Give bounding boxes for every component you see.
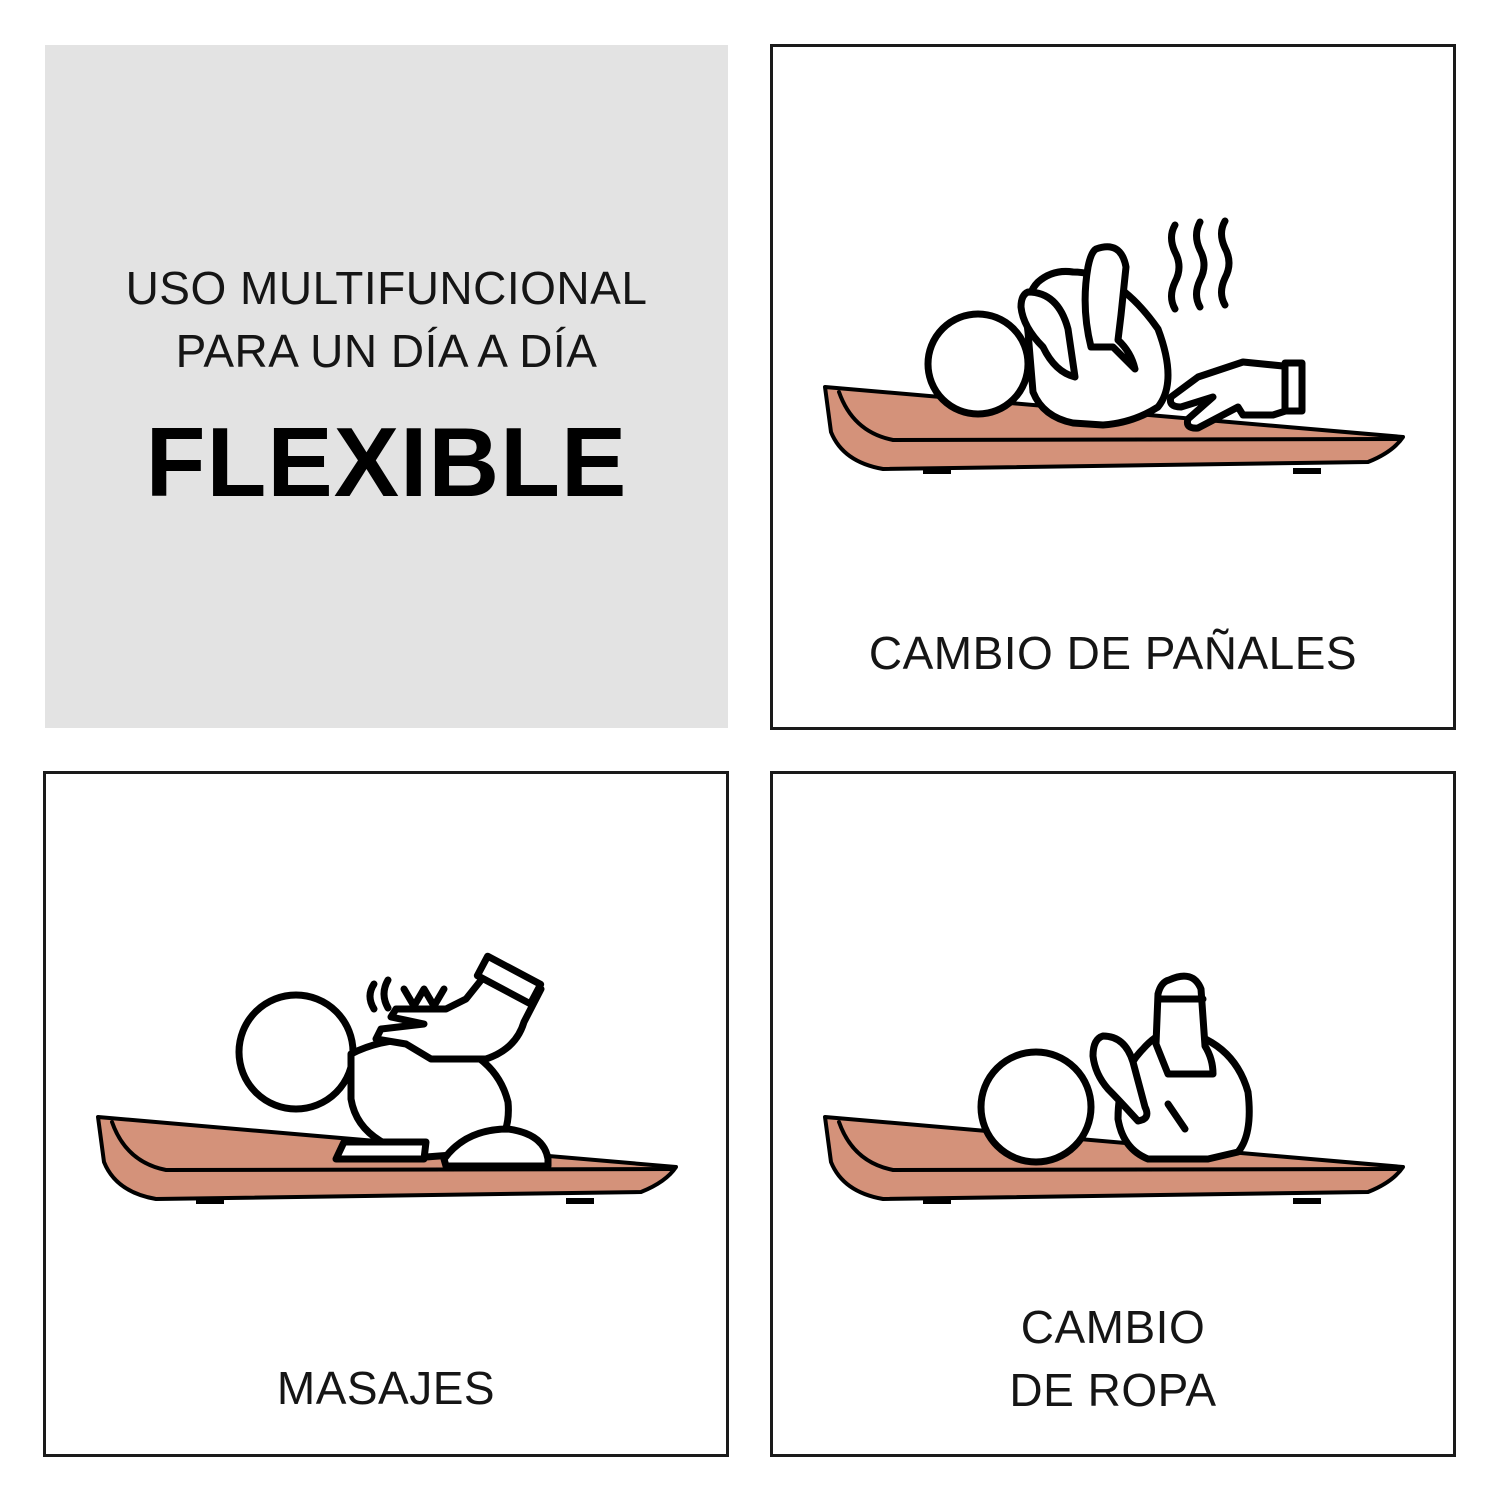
baby-massage-icon	[96, 952, 678, 1204]
card-clothes-label-line-1: CAMBIO	[1020, 1301, 1206, 1353]
intro-line-1: USO MULTIFUNCIONAL	[125, 262, 648, 314]
card-clothes-label-line-2: DE ROPA	[1009, 1364, 1217, 1416]
card-diaper-change: CAMBIO DE PAÑALES	[770, 44, 1456, 730]
card-diaper-label: CAMBIO DE PAÑALES	[868, 627, 1358, 679]
intro-line-2: PARA UN DÍA A DÍA	[175, 325, 598, 377]
clothes-change-icon	[823, 972, 1405, 1204]
intro-panel: USO MULTIFUNCIONAL PARA UN DÍA A DÍA FLE…	[45, 45, 728, 728]
changing-pad	[823, 1115, 1405, 1204]
diaper-change-icon	[823, 217, 1405, 474]
card-massage: MASAJES	[43, 771, 729, 1457]
card-clothes-change: CAMBIO DE ROPA	[770, 771, 1456, 1457]
card-massage-label: MASAJES	[276, 1362, 496, 1414]
headline: FLEXIBLE	[145, 407, 628, 517]
